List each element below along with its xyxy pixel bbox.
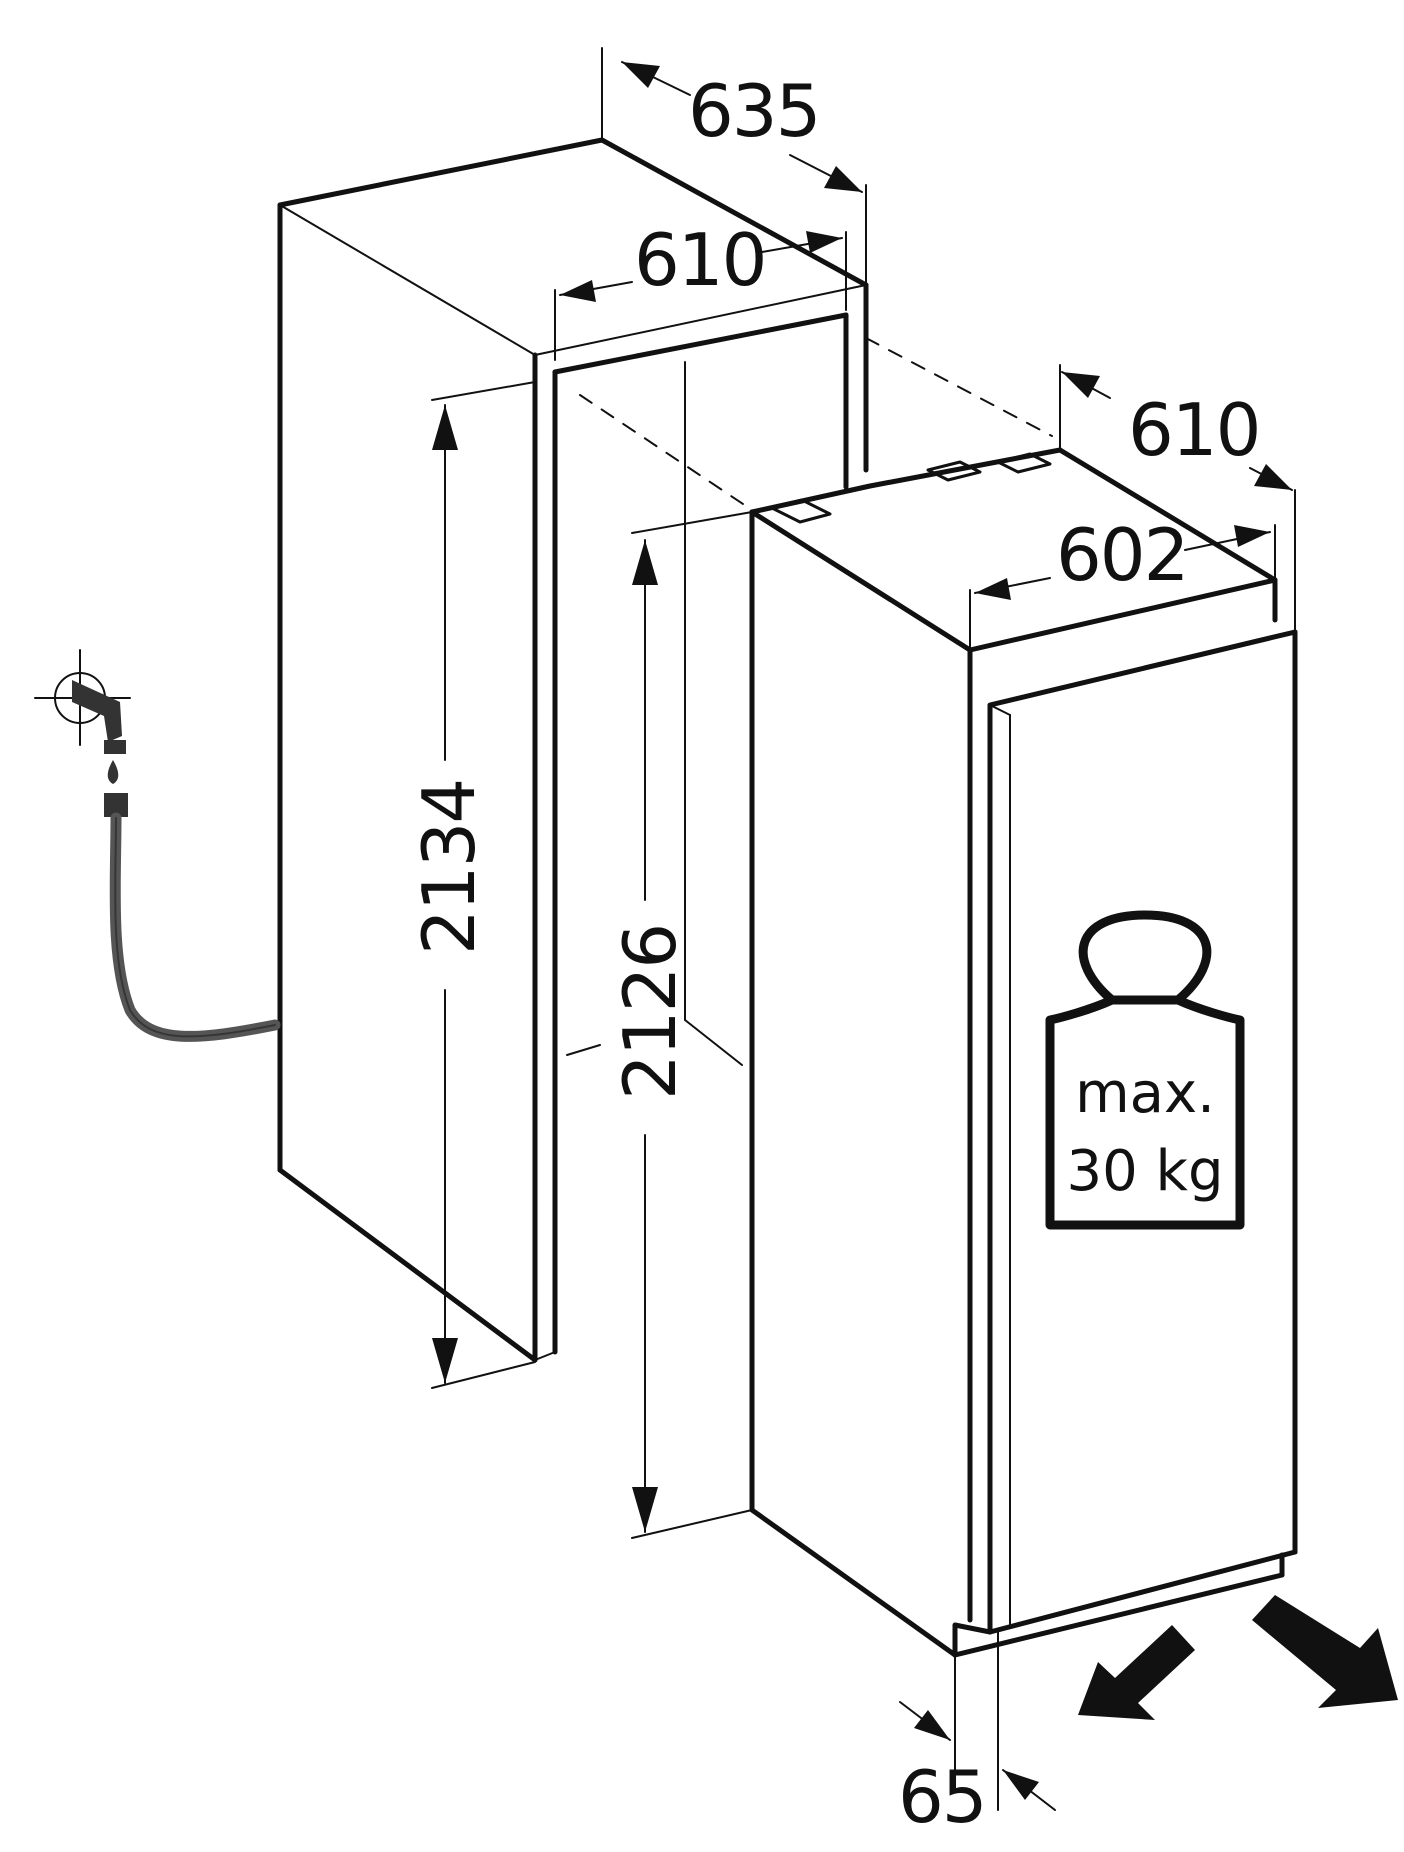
dim-niche-height: 2134 xyxy=(407,780,491,955)
weight-icon: max. 30 kg xyxy=(1045,910,1245,1230)
dim-door-offset: 65 xyxy=(898,1755,986,1839)
dim-appliance-width: 602 xyxy=(1056,513,1187,597)
arrow-out-icon xyxy=(1252,1595,1398,1708)
dim-appliance-depth: 610 xyxy=(1128,388,1259,472)
dimension-lines xyxy=(431,47,1296,1811)
dim-niche-width: 610 xyxy=(634,218,765,302)
arrow-in-icon xyxy=(1078,1625,1195,1720)
water-tap-icon xyxy=(34,649,131,817)
weight-label-line2: 30 kg xyxy=(1066,1139,1223,1204)
dim-niche-depth: 635 xyxy=(688,69,819,153)
projection-lines xyxy=(579,337,1053,511)
water-hose xyxy=(109,812,281,1042)
dim-appliance-height: 2126 xyxy=(608,925,692,1100)
niche-outline xyxy=(277,137,869,1363)
appliance-outline xyxy=(749,447,1298,1658)
water-hose-outline xyxy=(114,817,276,1038)
weight-label-line1: max. xyxy=(1075,1061,1215,1126)
